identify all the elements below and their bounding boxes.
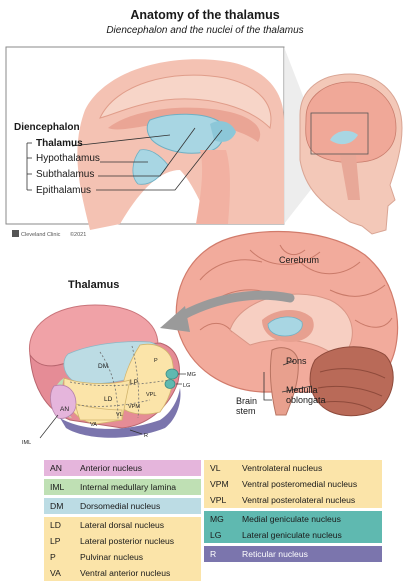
- label-pons: Pons: [286, 356, 307, 366]
- legend-name: Ventrolateral nucleus: [242, 463, 323, 473]
- inset-item-thalamus: Thalamus: [36, 138, 83, 149]
- legend-name: Pulvinar nucleus: [80, 552, 144, 562]
- pointer-arrow-head: [160, 306, 190, 332]
- legend-row-lg: LG Lateral geniculate nucleus: [204, 527, 382, 543]
- thalamus-nuclei: [28, 304, 186, 439]
- mg-nucleus: [165, 368, 179, 380]
- label-vpm: VPM: [128, 404, 140, 410]
- legend-row-iml: IML Internal medullary lamina: [44, 479, 201, 495]
- legend-abbr: VA: [50, 568, 61, 578]
- label-vpl: VPL: [146, 392, 156, 398]
- legend-abbr: VPL: [210, 495, 227, 505]
- legend-abbr: VL: [210, 463, 221, 473]
- thalamus-heading: Thalamus: [68, 279, 119, 291]
- legend-row-va: VA Ventral anterior nucleus: [44, 565, 201, 581]
- inset-brain-section: [77, 59, 284, 231]
- legend-row-vpl: VPL Ventral posterolateral nucleus: [204, 492, 382, 508]
- legend-abbr: P: [50, 552, 56, 562]
- label-p: P: [154, 358, 158, 364]
- cleveland-clinic-logo-icon: [12, 230, 19, 237]
- label-va: VA: [90, 422, 97, 428]
- label-an: AN: [60, 406, 69, 413]
- legend-row-ld: LD Lateral dorsal nucleus: [44, 517, 201, 533]
- label-mg: MG: [187, 372, 196, 378]
- label-medulla-line2: oblongata: [286, 395, 326, 405]
- legend-row-r: R Reticular nucleus: [204, 546, 382, 562]
- legend-abbr: R: [210, 549, 217, 559]
- label-lg: LG: [183, 383, 190, 389]
- legend-name: Anterior nucleus: [80, 463, 143, 473]
- large-brain: [175, 230, 399, 417]
- legend-abbr: LP: [50, 536, 61, 546]
- lg-nucleus: [164, 379, 176, 389]
- label-brainstem-line1: Brain: [236, 396, 257, 406]
- legend-name: Internal medullary lamina: [80, 482, 177, 492]
- legend-name: Ventral anterior nucleus: [80, 568, 171, 578]
- page-title: Anatomy of the thalamus: [130, 8, 280, 22]
- legend-name: Dorsomedial nucleus: [80, 501, 161, 511]
- legend-abbr: VPM: [210, 479, 229, 489]
- credit-copyright: ©2021: [70, 231, 86, 238]
- label-iml: IML: [22, 440, 31, 446]
- legend-row-vpm: VPM Ventral posteromedial nucleus: [204, 476, 382, 492]
- label-medulla-line1: Medulla: [286, 385, 318, 395]
- legend-row-p: P Pulvinar nucleus: [44, 549, 201, 565]
- legend-abbr: LD: [50, 520, 61, 530]
- label-ld: LD: [104, 396, 113, 403]
- label-vl: VL: [116, 412, 123, 418]
- legend-name: Ventral posterolateral nucleus: [242, 495, 356, 505]
- legend-abbr: MG: [210, 514, 224, 524]
- legend-name: Lateral geniculate nucleus: [242, 530, 342, 540]
- diencephalon-heading: Diencephalon: [14, 122, 80, 133]
- inset-label-pointers: [26, 127, 223, 191]
- legend-abbr: AN: [50, 463, 62, 473]
- legend-row-vl: VL Ventrolateral nucleus: [204, 460, 382, 476]
- legend-name: Reticular nucleus: [242, 549, 308, 559]
- legend-name: Medial geniculate nucleus: [242, 514, 341, 524]
- pointer-arrow: [173, 290, 295, 323]
- label-lp: LP: [130, 379, 138, 386]
- legend-abbr: LG: [210, 530, 222, 540]
- head-profile: [299, 73, 403, 235]
- inset-item-epithalamus: Epithalamus: [36, 185, 91, 196]
- credit-name: Cleveland Clinic: [21, 232, 61, 238]
- legend-abbr: DM: [50, 501, 64, 511]
- legend-row-lp: LP Lateral posterior nucleus: [44, 533, 201, 549]
- legend-name: Lateral dorsal nucleus: [80, 520, 165, 530]
- inset-item-hypothalamus: Hypothalamus: [36, 153, 100, 164]
- label-r: R: [144, 433, 148, 439]
- legend-row-mg: MG Medial geniculate nucleus: [204, 511, 382, 527]
- legend-row-an: AN Anterior nucleus: [44, 460, 201, 476]
- page-subtitle: Diencephalon and the nuclei of the thala…: [106, 25, 304, 36]
- thalamus-anatomy-figure: Diencephalon Thalamus Hypothalamus Subth…: [5, 46, 403, 446]
- legend-row-dm: DM Dorsomedial nucleus: [44, 498, 201, 514]
- label-brainstem-line2: stem: [236, 406, 256, 416]
- legend-name: Ventral posteromedial nucleus: [242, 479, 358, 489]
- legend-name: Lateral posterior nucleus: [80, 536, 175, 546]
- inset-item-subthalamus: Subthalamus: [36, 169, 94, 180]
- label-cerebrum: Cerebrum: [279, 255, 319, 265]
- legend-abbr: IML: [50, 482, 65, 492]
- label-dm: DM: [98, 363, 108, 370]
